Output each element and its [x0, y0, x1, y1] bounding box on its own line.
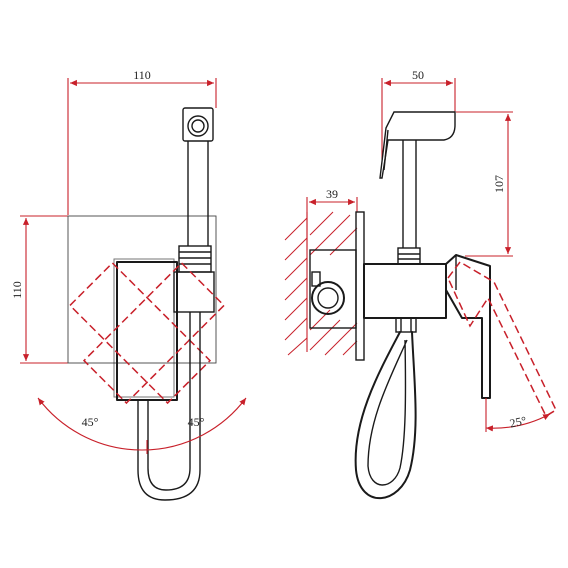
hose-side — [354, 331, 417, 500]
front-view: 110 110 — [10, 68, 247, 501]
hose-front — [137, 312, 201, 501]
lever-rotation-positions — [68, 261, 226, 405]
front-angle-left-label: 45° — [82, 415, 99, 429]
side-angle-arc: 25° — [485, 398, 551, 432]
side-head-height-dimension: 107 — [456, 111, 513, 257]
front-height-dimension: 110 — [10, 215, 68, 364]
shower-holder-side — [379, 111, 456, 265]
front-angle-right-label: 45° — [188, 415, 205, 429]
hand-shower-front — [173, 107, 215, 313]
side-depth-label: 39 — [326, 187, 338, 201]
side-head-width-label: 50 — [412, 68, 424, 82]
wall-plate-outline — [67, 215, 217, 364]
mixer-body-front — [116, 261, 178, 401]
side-head-width-dimension: 50 — [381, 68, 456, 160]
side-angle-label: 25° — [508, 413, 528, 430]
front-width-label: 110 — [133, 68, 151, 82]
front-height-label: 110 — [10, 281, 24, 299]
side-head-height-label: 107 — [492, 175, 506, 193]
front-width-dimension: 110 — [67, 68, 217, 215]
side-wall-plate — [355, 211, 365, 361]
side-depth-dimension: 39 — [306, 187, 358, 250]
lever-side — [445, 254, 491, 399]
front-angle-arc: 45° 45° — [37, 397, 247, 454]
hose-connector — [311, 271, 345, 315]
side-view: 50 107 39 — [284, 68, 557, 500]
mixer-body-side — [363, 263, 447, 319]
lever-rotated-position — [447, 261, 557, 418]
hose-nut-side — [395, 317, 417, 333]
